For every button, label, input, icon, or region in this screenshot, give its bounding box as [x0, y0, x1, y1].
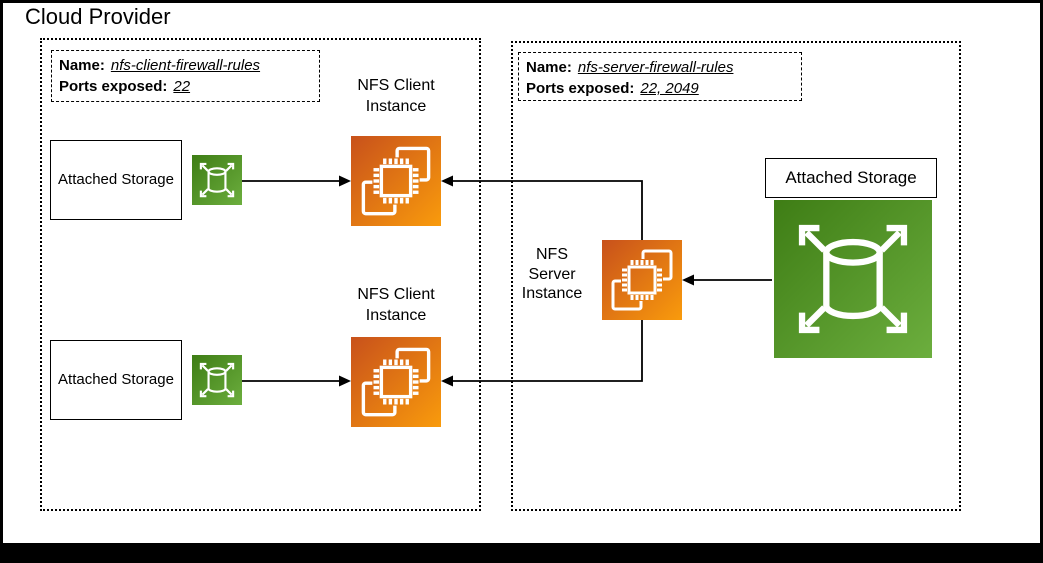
ebs-volume-icon	[192, 155, 242, 205]
nfs-client-instance-1-label: NFS Client Instance	[357, 77, 435, 115]
server-firewall-rules-label: Name: nfs-server-firewall-rules Ports exp…	[518, 52, 802, 101]
nfs-server-instance-label: NFS Server Instance	[521, 246, 583, 302]
firewall-ports-line: Ports exposed: 22, 2049	[526, 78, 794, 99]
nfs-client-instance-2-label: NFS Client Instance	[357, 286, 435, 324]
ebs-volume-icon	[774, 200, 932, 358]
page-title: Cloud Provider	[25, 4, 171, 29]
ec2-instance-icon	[351, 136, 441, 226]
ec2-instance-icon	[351, 337, 441, 427]
firewall-name-line: Name: nfs-server-firewall-rules	[526, 57, 794, 78]
ec2-instance-icon	[602, 240, 682, 320]
attached-storage-box-server: Attached Storage	[765, 158, 937, 198]
ports-label: Ports exposed:	[526, 80, 635, 97]
server-security-group-box	[511, 41, 961, 511]
firewall-ports-line: Ports exposed: 22	[59, 76, 312, 97]
attached-storage-box-1: Attached Storage	[50, 140, 182, 220]
ebs-volume-icon	[192, 355, 242, 405]
ports-value: 22	[173, 78, 191, 95]
name-label: Name:	[59, 57, 105, 74]
client-security-group-box	[40, 38, 481, 511]
client-firewall-rules-label: Name: nfs-client-firewall-rules Ports exp…	[51, 50, 320, 102]
attached-storage-box-2: Attached Storage	[50, 340, 182, 420]
ports-label: Ports exposed:	[59, 78, 168, 95]
name-label: Name:	[526, 59, 572, 76]
name-value: nfs-client-firewall-rules	[110, 57, 261, 74]
firewall-name-line: Name: nfs-client-firewall-rules	[59, 55, 312, 76]
name-value: nfs-server-firewall-rules	[577, 59, 734, 76]
ports-value: 22, 2049	[640, 80, 699, 97]
